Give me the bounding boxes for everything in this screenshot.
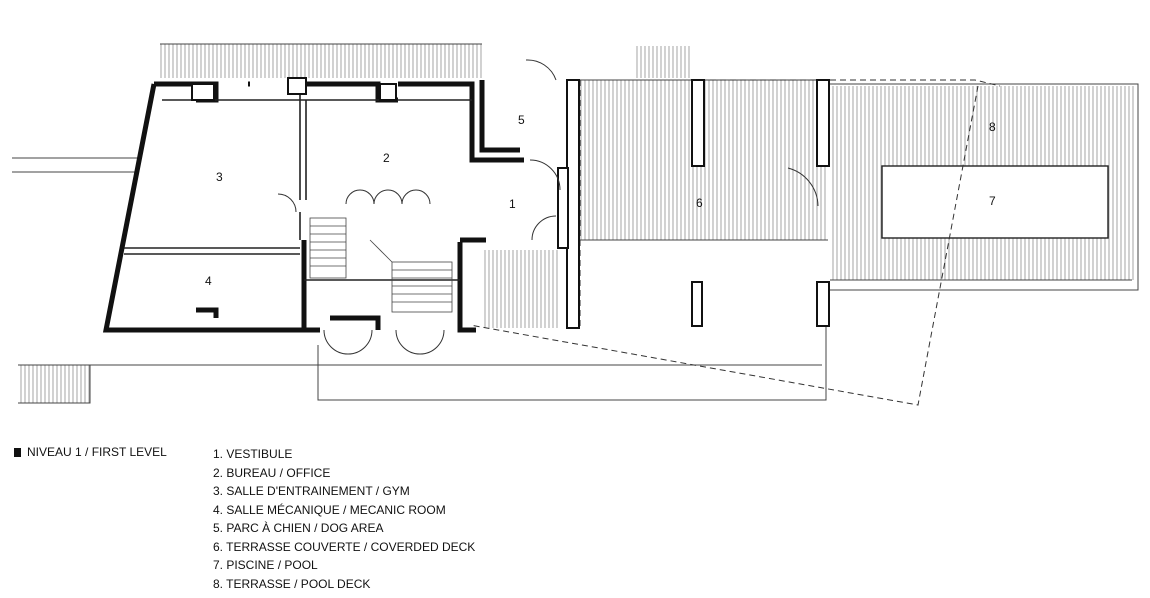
legend-item: 3. SALLE D'ENTRAINEMENT / GYM — [213, 484, 410, 498]
door-swings — [277, 59, 819, 355]
level-label: NIVEAU 1 / FIRST LEVEL — [27, 445, 167, 459]
room-label-1: 1 — [509, 197, 516, 211]
room-label-8: 8 — [989, 120, 996, 134]
pool-outline — [881, 165, 1109, 239]
legend-square-icon — [14, 447, 21, 457]
floor-plan: 1 2 3 4 5 6 7 8 — [12, 43, 1139, 406]
legend-item: 1. VESTIBULE — [213, 447, 293, 461]
building-walls — [102, 80, 524, 333]
legend-item: 7. PISCINE / POOL — [213, 558, 318, 572]
room-label-3: 3 — [216, 170, 223, 184]
legend-item: 5. PARC À CHIEN / DOG AREA — [213, 521, 384, 535]
columns — [191, 77, 830, 329]
room-label-2: 2 — [383, 151, 390, 165]
room-label-5: 5 — [518, 113, 525, 127]
level-title: NIVEAU 1 / FIRST LEVEL — [14, 445, 167, 459]
room-label-4: 4 — [205, 274, 212, 288]
legend-item: 6. TERRASSE COUVERTE / COVERDED DECK — [213, 539, 476, 554]
stairs — [309, 217, 453, 313]
legend-item: 2. BUREAU / OFFICE — [213, 465, 331, 480]
legend-item: 8. TERRASSE / POOL DECK — [213, 576, 371, 591]
interior-walls — [124, 86, 472, 281]
room-label-7: 7 — [989, 194, 996, 208]
room-labels: 1 2 3 4 5 6 7 8 — [205, 113, 996, 288]
legend-item: 4. SALLE MÉCANIQUE / MECANIC ROOM — [213, 502, 446, 517]
room-label-6: 6 — [696, 196, 703, 210]
room-legend: 1. VESTIBULE 2. BUREAU / OFFICE 3. SALLE… — [213, 445, 475, 593]
